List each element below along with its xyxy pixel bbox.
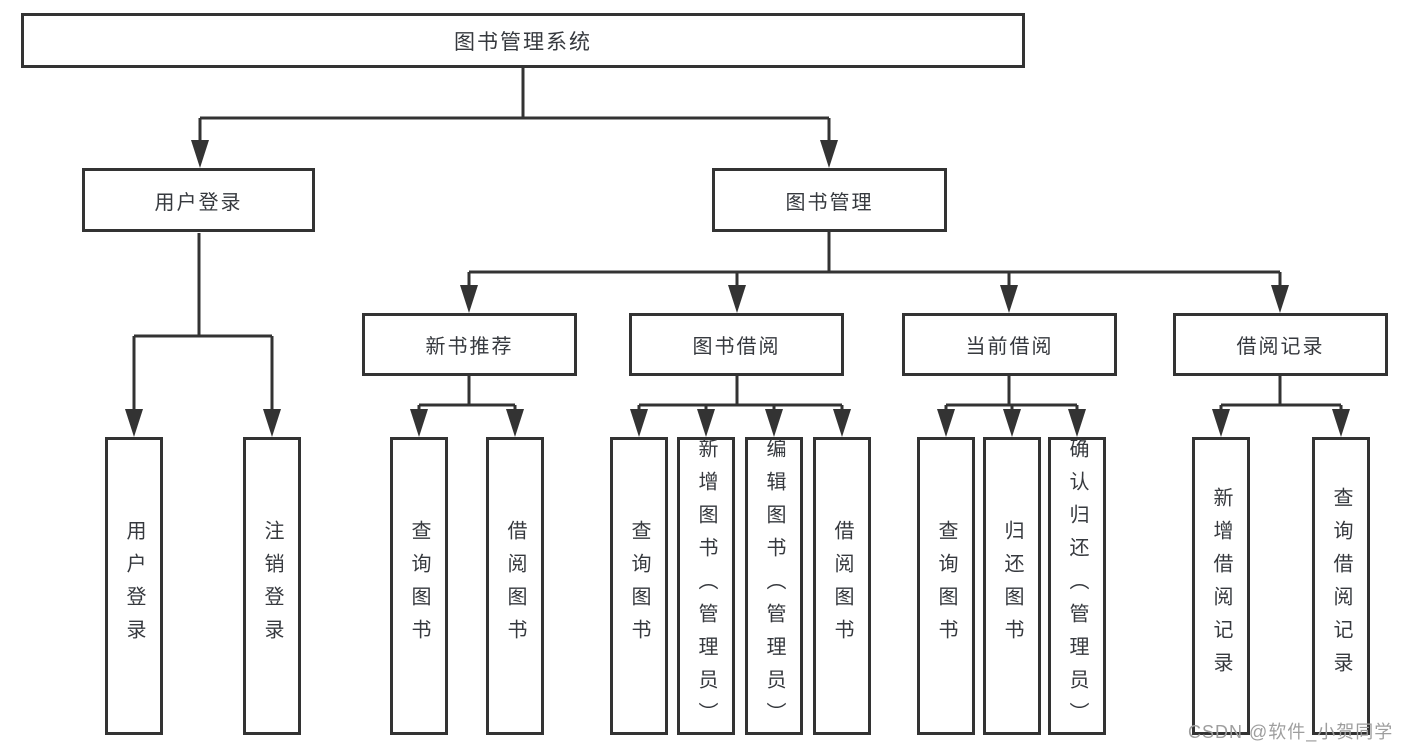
- leaf-return-books: 归还图书: [983, 437, 1041, 735]
- leaf-label: 查询借阅记录: [1330, 487, 1352, 685]
- arrowhead: [1000, 285, 1018, 313]
- node-new-book-recommend-label: 新书推荐: [425, 336, 514, 358]
- arrowhead: [1332, 409, 1350, 437]
- arrowhead: [263, 409, 281, 437]
- leaf-confirm-return-admin: 确认归还（管理员）: [1048, 437, 1106, 735]
- arrowhead: [937, 409, 955, 437]
- leaf-label: 注销登录: [261, 520, 283, 652]
- arrowhead: [125, 409, 143, 437]
- node-borrowing-records-label: 借阅记录: [1236, 336, 1325, 358]
- leaf-label: 用户登录: [123, 520, 145, 652]
- leaf-query-books-recommend: 查询图书: [390, 437, 448, 735]
- node-new-book-recommend: 新书推荐: [362, 313, 577, 376]
- leaf-query-books-borrowing: 查询图书: [610, 437, 668, 735]
- leaf-label: 借阅图书: [831, 520, 853, 652]
- node-book-management: 图书管理: [712, 168, 947, 232]
- arrowhead: [1212, 409, 1230, 437]
- arrowhead: [506, 409, 524, 437]
- arrowhead: [460, 285, 478, 313]
- leaf-label: 新增借阅记录: [1210, 487, 1232, 685]
- leaf-user-login-action: 用户登录: [105, 437, 163, 735]
- node-root: 图书管理系统: [21, 13, 1025, 68]
- csdn-watermark: CSDN @软件_小贺同学: [1188, 722, 1394, 742]
- arrowhead: [630, 409, 648, 437]
- connector-new-book-recommend-children: [417, 376, 517, 410]
- arrowhead: [765, 409, 783, 437]
- node-current-borrowing: 当前借阅: [902, 313, 1117, 376]
- node-book-borrowing-label: 图书借阅: [692, 336, 781, 358]
- leaf-add-books-admin: 新增图书（管理员）: [677, 437, 735, 735]
- arrowhead: [410, 409, 428, 437]
- leaf-borrow-books-recommend: 借阅图书: [486, 437, 544, 735]
- connector-borrowing-records-children: [1219, 376, 1343, 410]
- leaf-query-books-current: 查询图书: [917, 437, 975, 735]
- leaf-label: 确认归还（管理员）: [1066, 437, 1088, 735]
- leaf-label: 新增图书（管理员）: [695, 437, 717, 735]
- node-user-login-label: 用户登录: [154, 191, 243, 214]
- arrowhead: [1068, 409, 1086, 437]
- node-root-label: 图书管理系统: [454, 30, 592, 54]
- leaf-label: 查询图书: [628, 520, 650, 652]
- node-book-management-label: 图书管理: [785, 191, 874, 214]
- arrowhead: [820, 140, 838, 168]
- connector-book-management-children: [467, 232, 1282, 286]
- arrowhead: [697, 409, 715, 437]
- node-book-borrowing: 图书借阅: [629, 313, 844, 376]
- node-borrowing-records: 借阅记录: [1173, 313, 1388, 376]
- leaf-label: 编辑图书（管理员）: [763, 437, 785, 735]
- connector-current-borrowing-children: [944, 376, 1079, 410]
- leaf-label: 借阅图书: [504, 520, 526, 652]
- leaf-label: 查询图书: [935, 520, 957, 652]
- arrowhead: [728, 285, 746, 313]
- leaf-edit-books-admin: 编辑图书（管理员）: [745, 437, 803, 735]
- leaf-logout-action: 注销登录: [243, 437, 301, 735]
- node-current-borrowing-label: 当前借阅: [965, 336, 1054, 358]
- connector-user-login-children: [132, 233, 274, 410]
- leaf-label: 归还图书: [1001, 520, 1023, 652]
- leaf-query-borrow-record: 查询借阅记录: [1312, 437, 1370, 735]
- arrowhead: [1271, 285, 1289, 313]
- leaf-borrow-books-borrowing: 借阅图书: [813, 437, 871, 735]
- connector-root-to-level1: [198, 68, 831, 141]
- connector-book-borrowing-children: [637, 376, 844, 410]
- leaf-label: 查询图书: [408, 520, 430, 652]
- leaf-add-borrow-record: 新增借阅记录: [1192, 437, 1250, 735]
- node-user-login: 用户登录: [82, 168, 315, 232]
- arrowhead: [1003, 409, 1021, 437]
- arrowhead: [833, 409, 851, 437]
- arrowhead: [191, 140, 209, 168]
